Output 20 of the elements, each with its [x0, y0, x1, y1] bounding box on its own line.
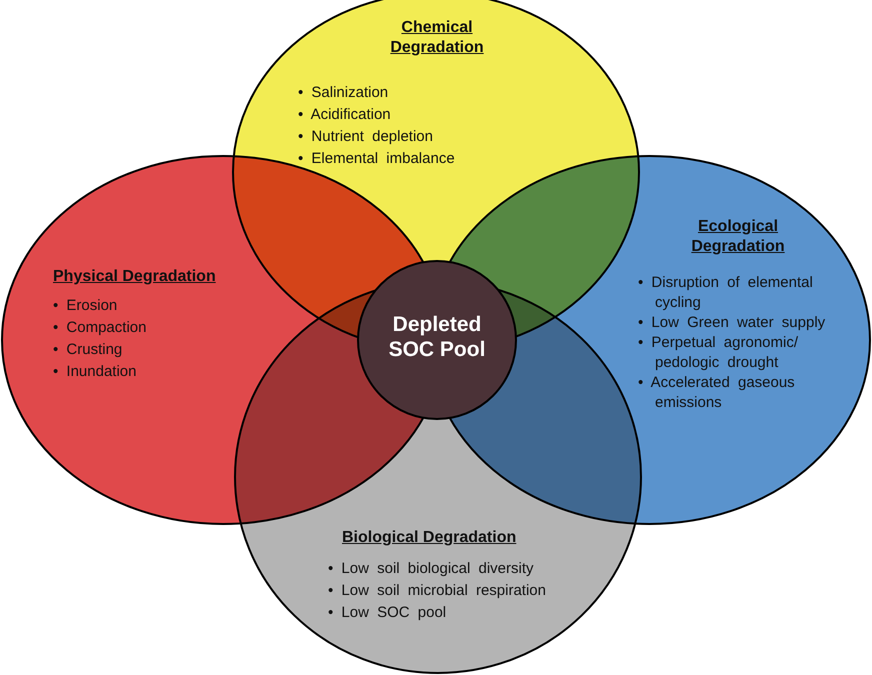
bullet-item: • Erosion [53, 296, 118, 316]
bullet-item: • Inundation [53, 362, 138, 382]
center-label: Depleted SOC Pool [388, 312, 486, 362]
section-heading: Ecological Degradation [690, 217, 786, 257]
bullet-item: • Crusting [53, 340, 124, 360]
bullet-item: • Low SOC pool [328, 603, 448, 623]
bullet-item: • Salinization [298, 83, 390, 103]
bullet-item: • Perpetual agronomic/ pedologic drought [638, 333, 799, 373]
bullet-item: • Low soil microbial respiration [328, 581, 547, 601]
section-heading: Chemical Degradation [389, 18, 485, 58]
bullet-item: • Low soil biological diversity [328, 559, 534, 579]
bullet-item: • Elemental imbalance [298, 149, 456, 169]
bullet-item: • Acidification [298, 105, 392, 125]
bullet-item: • Nutrient depletion [298, 127, 434, 147]
bullet-item: • Low Green water supply [638, 313, 826, 333]
bullet-item: • Compaction [53, 318, 148, 338]
section-heading: Physical Degradation [53, 267, 217, 287]
bullet-item: • Disruption of elemental cycling [638, 273, 814, 313]
bullet-item: • Accelerated gaseous emissions [638, 373, 796, 413]
section-heading: Biological Degradation [342, 528, 518, 548]
